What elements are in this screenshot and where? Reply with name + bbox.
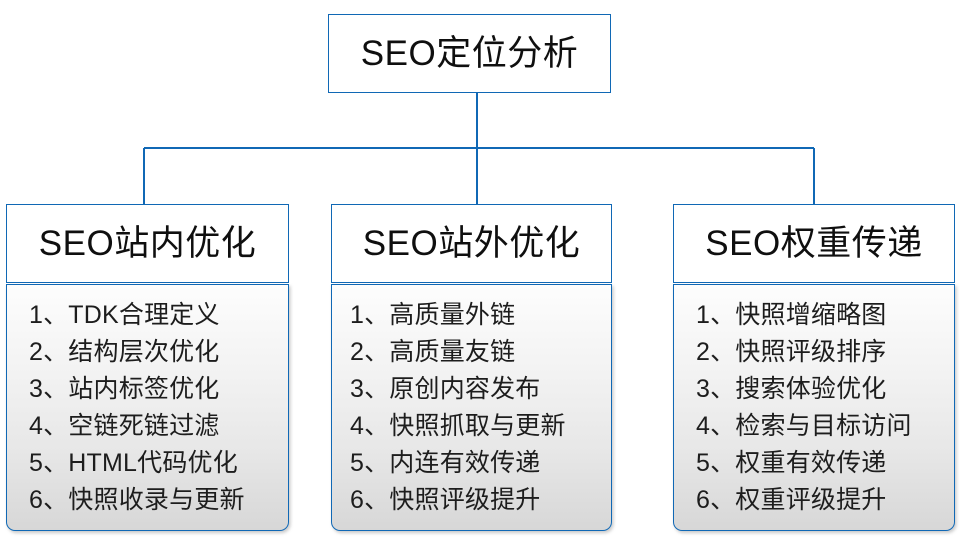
branch-header-label-2: SEO站外优化 <box>362 224 581 263</box>
list-item: 1、高质量外链 <box>350 301 516 329</box>
list-item: 6、快照收录与更新 <box>29 486 245 514</box>
branch-column-1: SEO站内优化 1、TDK合理定义 2、结构层次优化 3、站内标签优化 4、空链… <box>6 204 289 531</box>
list-item: 2、高质量友链 <box>350 338 516 366</box>
branch-body-3: 1、快照增缩略图 2、快照评级排序 3、搜索体验优化 4、检索与目标访问 5、权… <box>673 284 955 531</box>
list-item: 4、检索与目标访问 <box>696 412 912 440</box>
branch-body-2: 1、高质量外链 2、高质量友链 3、原创内容发布 4、快照抓取与更新 5、内连有… <box>331 284 612 531</box>
branch-header-1[interactable]: SEO站内优化 <box>6 204 289 283</box>
list-item: 5、内连有效传递 <box>350 449 541 477</box>
branch-header-label-1: SEO站内优化 <box>38 224 257 263</box>
list-item: 4、快照抓取与更新 <box>350 412 566 440</box>
list-item: 4、空链死链过滤 <box>29 412 220 440</box>
list-item: 5、HTML代码优化 <box>29 449 238 477</box>
branch-header-3[interactable]: SEO权重传递 <box>673 204 955 283</box>
list-item: 1、TDK合理定义 <box>29 301 220 329</box>
root-node-label: SEO定位分析 <box>360 34 579 73</box>
list-item: 5、权重有效传递 <box>696 449 887 477</box>
branch-header-2[interactable]: SEO站外优化 <box>331 204 612 283</box>
root-node[interactable]: SEO定位分析 <box>328 14 611 93</box>
list-item: 6、权重评级提升 <box>696 486 887 514</box>
list-item: 6、快照评级提升 <box>350 486 541 514</box>
branch-column-2: SEO站外优化 1、高质量外链 2、高质量友链 3、原创内容发布 4、快照抓取与… <box>331 204 612 531</box>
list-item: 3、站内标签优化 <box>29 375 220 403</box>
list-item: 2、快照评级排序 <box>696 338 887 366</box>
branch-header-label-3: SEO权重传递 <box>705 224 923 263</box>
list-item: 2、结构层次优化 <box>29 338 220 366</box>
list-item: 1、快照增缩略图 <box>696 301 887 329</box>
list-item: 3、原创内容发布 <box>350 375 541 403</box>
branch-body-1: 1、TDK合理定义 2、结构层次优化 3、站内标签优化 4、空链死链过滤 5、H… <box>6 284 289 531</box>
branch-column-3: SEO权重传递 1、快照增缩略图 2、快照评级排序 3、搜索体验优化 4、检索与… <box>673 204 955 531</box>
list-item: 3、搜索体验优化 <box>696 375 887 403</box>
